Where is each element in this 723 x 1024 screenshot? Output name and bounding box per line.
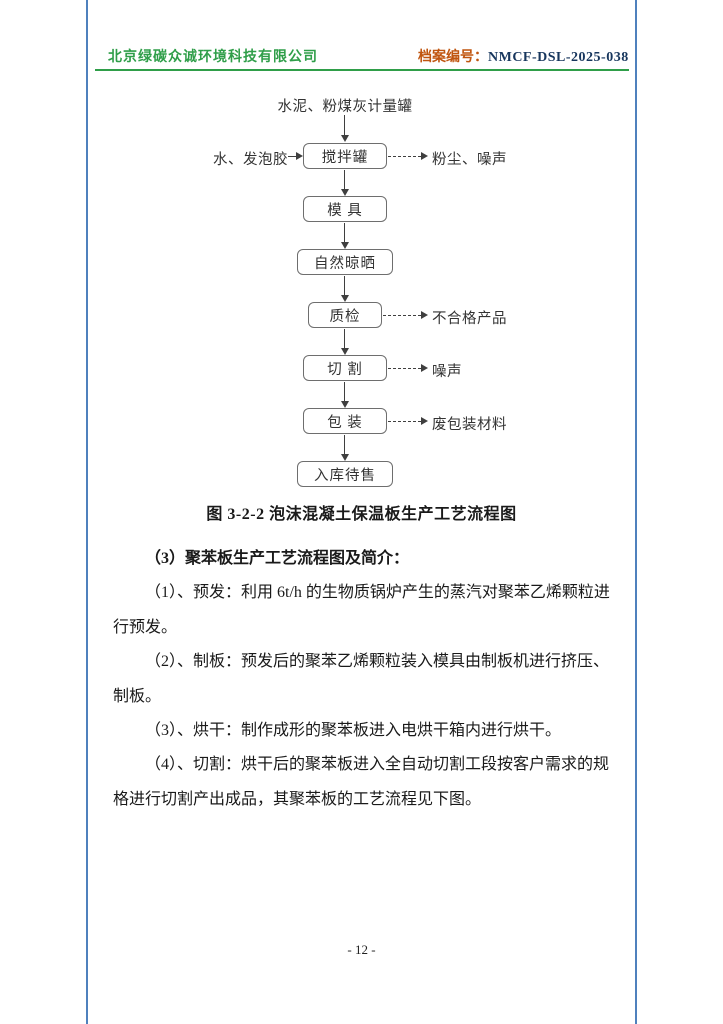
arrow-down-icon [340,276,349,302]
emission-dust-noise: 粉尘、噪声 [432,152,507,168]
flow-node-mold: 模 具 [303,196,387,222]
page-border-left [86,0,88,1024]
arrow-down-icon [340,382,349,408]
emission-waste-packaging: 废包装材料 [432,417,507,433]
flow-node-inspection: 质检 [308,302,382,328]
archive-number-block: 档案编号：NMCF-DSL-2025-038 [418,46,629,66]
flow-input-top: 水泥、粉煤灰计量罐 [277,99,413,115]
archive-label: 档案编号： [418,50,488,65]
section-heading: （3）聚苯板生产工艺流程图及简介： [145,550,410,567]
arrow-right-dashed-icon [383,311,428,320]
arrow-right-dashed-icon [388,417,428,426]
emission-noise: 噪声 [432,364,462,380]
paragraph-2: （2）、制板：预发后的聚苯乙烯颗粒装入模具由制板机进行挤压、制板。 [113,653,610,705]
body-text: （3）聚苯板生产工艺流程图及简介： （1）、预发：利用 6t/h 的生物质锅炉产… [113,542,615,817]
company-name: 北京绿碳众诚环境科技有限公司 [108,50,318,65]
arrow-down-icon [340,170,349,196]
flow-input-side: 水、发泡胶 [213,152,288,168]
archive-number: NMCF-DSL-2025-038 [488,50,629,65]
emission-rejects: 不合格产品 [432,311,507,327]
flow-node-mixing: 搅拌罐 [303,143,387,169]
arrow-right-dashed-icon [388,364,428,373]
arrow-down-icon [340,329,349,355]
page-border-right [635,0,637,1024]
page-number: - 12 - [347,942,376,957]
arrow-right-dashed-icon [388,152,428,161]
flow-node-packing: 包 装 [303,408,387,434]
flow-node-sun-drying: 自然晾晒 [297,249,393,275]
arrow-right-icon [288,152,303,161]
process-flowchart: 水泥、粉煤灰计量罐 搅拌罐 水、发泡胶 粉尘、噪声 模 具 自然晾晒 质检 不合… [0,93,723,498]
flow-node-storage: 入库待售 [297,461,393,487]
flow-node-cutting: 切 割 [303,355,387,381]
arrow-down-icon [340,115,349,142]
arrow-down-icon [340,223,349,249]
paragraph-3: （3）、烘干：制作成形的聚苯板进入电烘干箱内进行烘干。 [145,721,562,739]
paragraph-4: （4）、切割：烘干后的聚苯板进入全自动切割工段按客户需求的规格进行切割产出成品，… [113,756,610,808]
header-rule [95,69,629,71]
paragraph-1: （1）、预发：利用 6t/h 的生物质锅炉产生的蒸汽对聚苯乙烯颗粒进行预发。 [113,584,610,636]
arrow-down-icon [340,435,349,461]
figure-caption: 图 3-2-2 泡沫混凝土保温板生产工艺流程图 [206,506,517,523]
